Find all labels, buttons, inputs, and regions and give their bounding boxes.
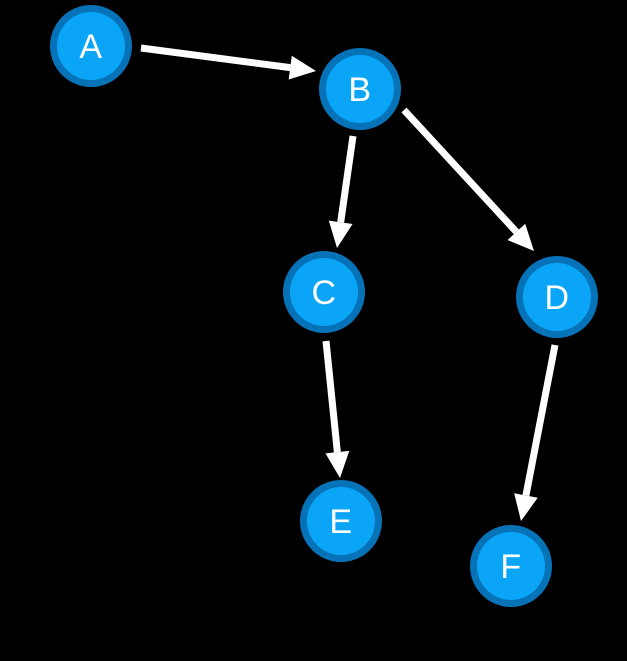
node-label: D bbox=[544, 279, 569, 317]
nodes-layer: A B C D E F bbox=[50, 5, 598, 607]
graph-node-f[interactable]: F bbox=[470, 525, 552, 607]
arrowhead-icon bbox=[507, 223, 534, 251]
edge-c-to-e bbox=[322, 340, 350, 478]
arrowhead-icon bbox=[288, 55, 316, 80]
node-fill bbox=[57, 12, 125, 80]
node-label: E bbox=[329, 503, 352, 541]
node-fill bbox=[307, 487, 375, 555]
edge-b-to-c bbox=[328, 135, 357, 248]
node-label: F bbox=[500, 548, 521, 586]
node-fill bbox=[290, 258, 358, 326]
edge-shaft bbox=[322, 340, 341, 453]
graph-node-b[interactable]: B bbox=[319, 48, 401, 130]
edge-b-to-d bbox=[401, 107, 534, 251]
arrowhead-icon bbox=[325, 450, 350, 478]
edge-shaft bbox=[401, 107, 519, 235]
edge-shaft bbox=[140, 44, 291, 72]
graph-node-e[interactable]: E bbox=[300, 480, 382, 562]
arrowhead-icon bbox=[328, 220, 353, 248]
node-label: C bbox=[311, 274, 336, 312]
graph-node-d[interactable]: D bbox=[516, 256, 598, 338]
arrowhead-icon bbox=[514, 493, 538, 521]
edge-d-to-f bbox=[514, 344, 559, 521]
node-fill bbox=[477, 532, 545, 600]
edge-shaft bbox=[522, 344, 559, 497]
edge-shaft bbox=[337, 135, 357, 223]
edge-a-to-b bbox=[140, 44, 316, 80]
node-fill bbox=[523, 263, 591, 331]
graph-node-c[interactable]: C bbox=[283, 251, 365, 333]
graph-node-a[interactable]: A bbox=[50, 5, 132, 87]
node-fill bbox=[326, 55, 394, 123]
edges-layer bbox=[140, 44, 559, 521]
node-label: B bbox=[348, 71, 371, 109]
node-label: A bbox=[79, 28, 102, 66]
